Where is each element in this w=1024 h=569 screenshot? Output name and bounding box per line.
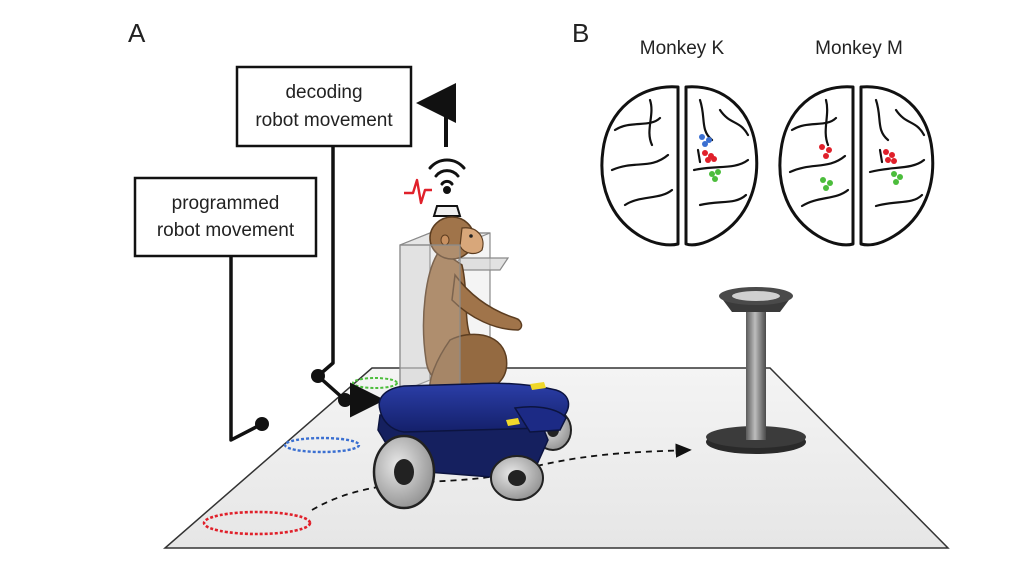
brain-monkey-k bbox=[600, 85, 759, 247]
chair-front-panel bbox=[399, 244, 461, 393]
monkey bbox=[422, 216, 523, 393]
brain-title-k: Monkey K bbox=[640, 38, 725, 59]
programmed-box-line1: programmed bbox=[172, 193, 280, 214]
decoding-box-line2: robot movement bbox=[255, 110, 393, 131]
programmed-box-line2: robot movement bbox=[157, 220, 295, 241]
neural-spike-icon bbox=[404, 178, 432, 205]
target-station bbox=[706, 287, 806, 454]
programmed-switch-node bbox=[255, 417, 269, 431]
headcap bbox=[432, 205, 462, 217]
wireless-to-decoder-arrow bbox=[416, 83, 456, 147]
start-position-blue bbox=[283, 436, 361, 454]
brain-monkey-m bbox=[778, 85, 935, 247]
decoding-box-line1: decoding bbox=[285, 82, 362, 103]
start-position-red bbox=[202, 510, 312, 536]
programmed-signal-line bbox=[229, 256, 263, 442]
decoding-robot-movement-box: decoding robot movement bbox=[235, 65, 413, 148]
programmed-robot-movement-box: programmed robot movement bbox=[133, 176, 318, 258]
wireless-signal-icon bbox=[428, 158, 466, 194]
panel-label-a: A bbox=[128, 18, 146, 48]
brain-title-m: Monkey M bbox=[815, 38, 903, 59]
panel-label-b: B bbox=[572, 18, 589, 48]
robot-wheelchair bbox=[372, 382, 572, 510]
decoding-signal-line bbox=[316, 146, 335, 378]
